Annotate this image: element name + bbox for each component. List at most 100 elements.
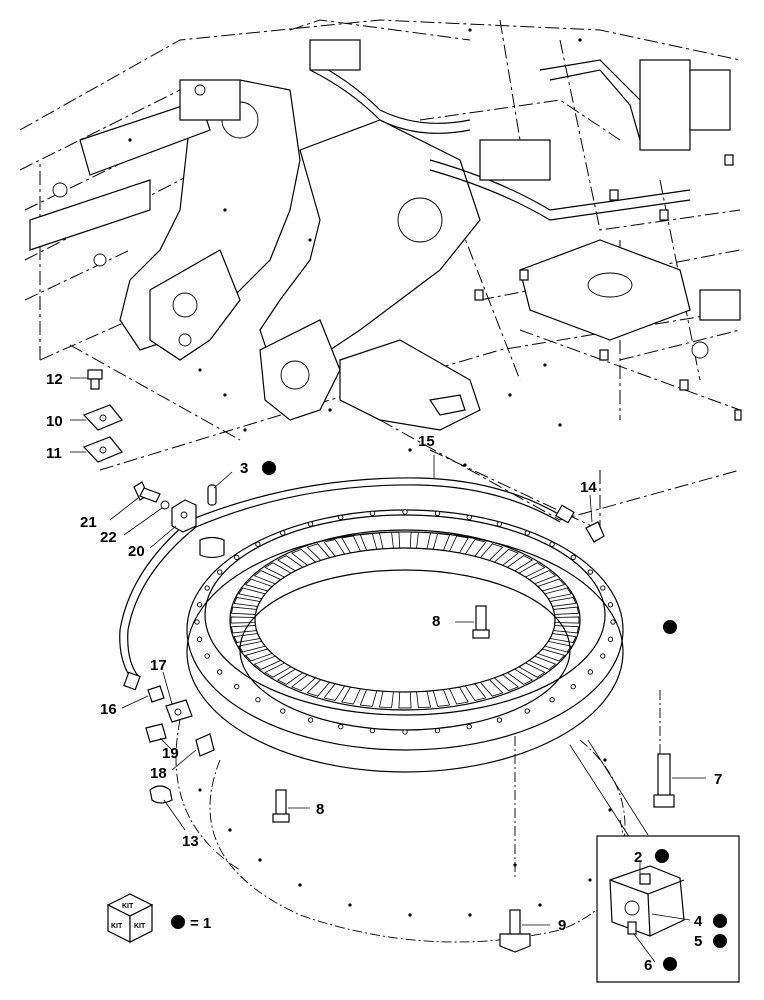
fitting-16 [147,685,165,703]
callout-4: 4 [694,913,703,930]
callout-7: 7 [714,771,722,788]
gear-tooth [398,691,412,709]
bolt-8-bottom [272,789,290,823]
callout-9: 9 [558,917,566,934]
kit-dot-6 [663,957,677,971]
kit-equals-label: = 1 [190,915,211,932]
kit-dot-4 [713,914,727,928]
pin-3 [199,484,225,559]
bolt-19 [145,723,167,743]
callout-5: 5 [694,933,702,950]
gear-teeth [230,531,580,709]
ring-bolt-hole [549,697,555,703]
gear-tooth [398,531,412,549]
ring-bolt-hole [466,723,472,730]
shim-11 [82,436,123,463]
ring-bolt-hole [570,554,576,560]
bolt-21 [133,481,161,503]
callout-11: 11 [46,445,62,462]
ring-bolt-hole [607,602,614,608]
grease-line [119,477,575,691]
kit-legend: KIT KIT KIT = 1 [106,893,211,943]
ring-bolt-holes [194,509,616,735]
ring-bolt-hole [338,723,344,730]
plate-10 [82,404,123,431]
ring-bolt-hole [587,569,593,575]
ring-bolt-hole [600,585,606,591]
ring-bolt-hole [600,653,606,659]
bolt-9 [499,909,531,953]
ring-bolt-hole [280,530,286,536]
ring-bolt-hole [255,541,261,547]
ring-bolt-hole [402,729,408,735]
ring-bolt-hole [204,585,210,591]
kit-dot-3 [262,461,276,475]
block-20 [171,499,197,533]
fitting-14 [585,521,605,543]
callouts: 12 10 11 21 22 20 3 15 14 8 17 16 19 18 … [46,371,727,974]
ring-bolt-hole [255,697,261,703]
callout-16: 16 [100,701,117,718]
callout-12: 12 [46,371,63,388]
leader-lines [70,377,706,963]
ring-bolt-hole [338,514,344,521]
ring-bolt-hole [280,708,286,714]
kit-dot-5 [713,934,727,948]
ring-bolt-hole [204,653,210,659]
callout-2: 2 [634,849,642,866]
callout-15: 15 [418,433,435,450]
kit-cube-left: KIT [111,923,123,930]
ring-bolt-hole [234,684,240,690]
callout-22: 22 [100,529,117,546]
callout-17: 17 [150,657,167,674]
kit-dot-legend [171,915,185,929]
callout-19: 19 [162,745,179,762]
nipple-18 [195,733,215,757]
ring-bolt-hole [496,521,503,527]
ring-bolt-hole [217,569,223,575]
callout-13: 13 [182,833,199,850]
ring-bolt-hole [196,636,203,642]
detail-inset [569,739,740,983]
callout-18: 18 [150,765,167,782]
callout-20: 20 [128,543,145,560]
callout-8-bottom: 8 [316,801,324,818]
kit-dot-ring [663,620,677,634]
callout-3: 3 [240,460,248,477]
upper-frame-body [29,28,742,467]
callout-10: 10 [46,413,63,430]
ring-bolt-hole [217,669,223,675]
kit-cube-top: KIT [122,903,134,910]
ring-bolt-hole [570,684,576,690]
ring-bolt-hole [307,521,314,527]
bracket-17 [165,699,193,723]
ring-bolt-hole [434,510,441,517]
ring-bolt-hole [194,619,200,625]
callout-8-top: 8 [432,613,440,630]
ring-bolt-hole [434,727,441,734]
ring-bolt-hole [549,541,555,547]
bolt-8-top [472,605,490,639]
bolt-12 [87,369,103,390]
grease-fitting-13 [149,785,173,804]
ring-bolt-hole [524,708,530,714]
ring-bolt-hole [466,514,472,521]
washer-22 [160,500,170,510]
bolt-7 [653,753,675,808]
ring-bolt-hole [587,669,593,675]
kit-cube-right: KIT [134,923,146,930]
kit-dot-2 [655,849,669,863]
ring-bolt-hole [402,509,408,515]
ring-bolt-hole [369,727,376,734]
ring-bolt-hole [307,717,314,723]
ring-bolt-hole [196,602,203,608]
ring-bolt-hole [496,717,503,723]
ring-bolt-hole [610,619,616,625]
ring-bolt-hole [524,530,530,536]
ring-bolt-hole [607,636,614,642]
callout-14: 14 [580,479,597,496]
ring-bolt-hole [234,554,240,560]
callout-6: 6 [644,957,652,974]
slewing-ring [186,509,624,773]
